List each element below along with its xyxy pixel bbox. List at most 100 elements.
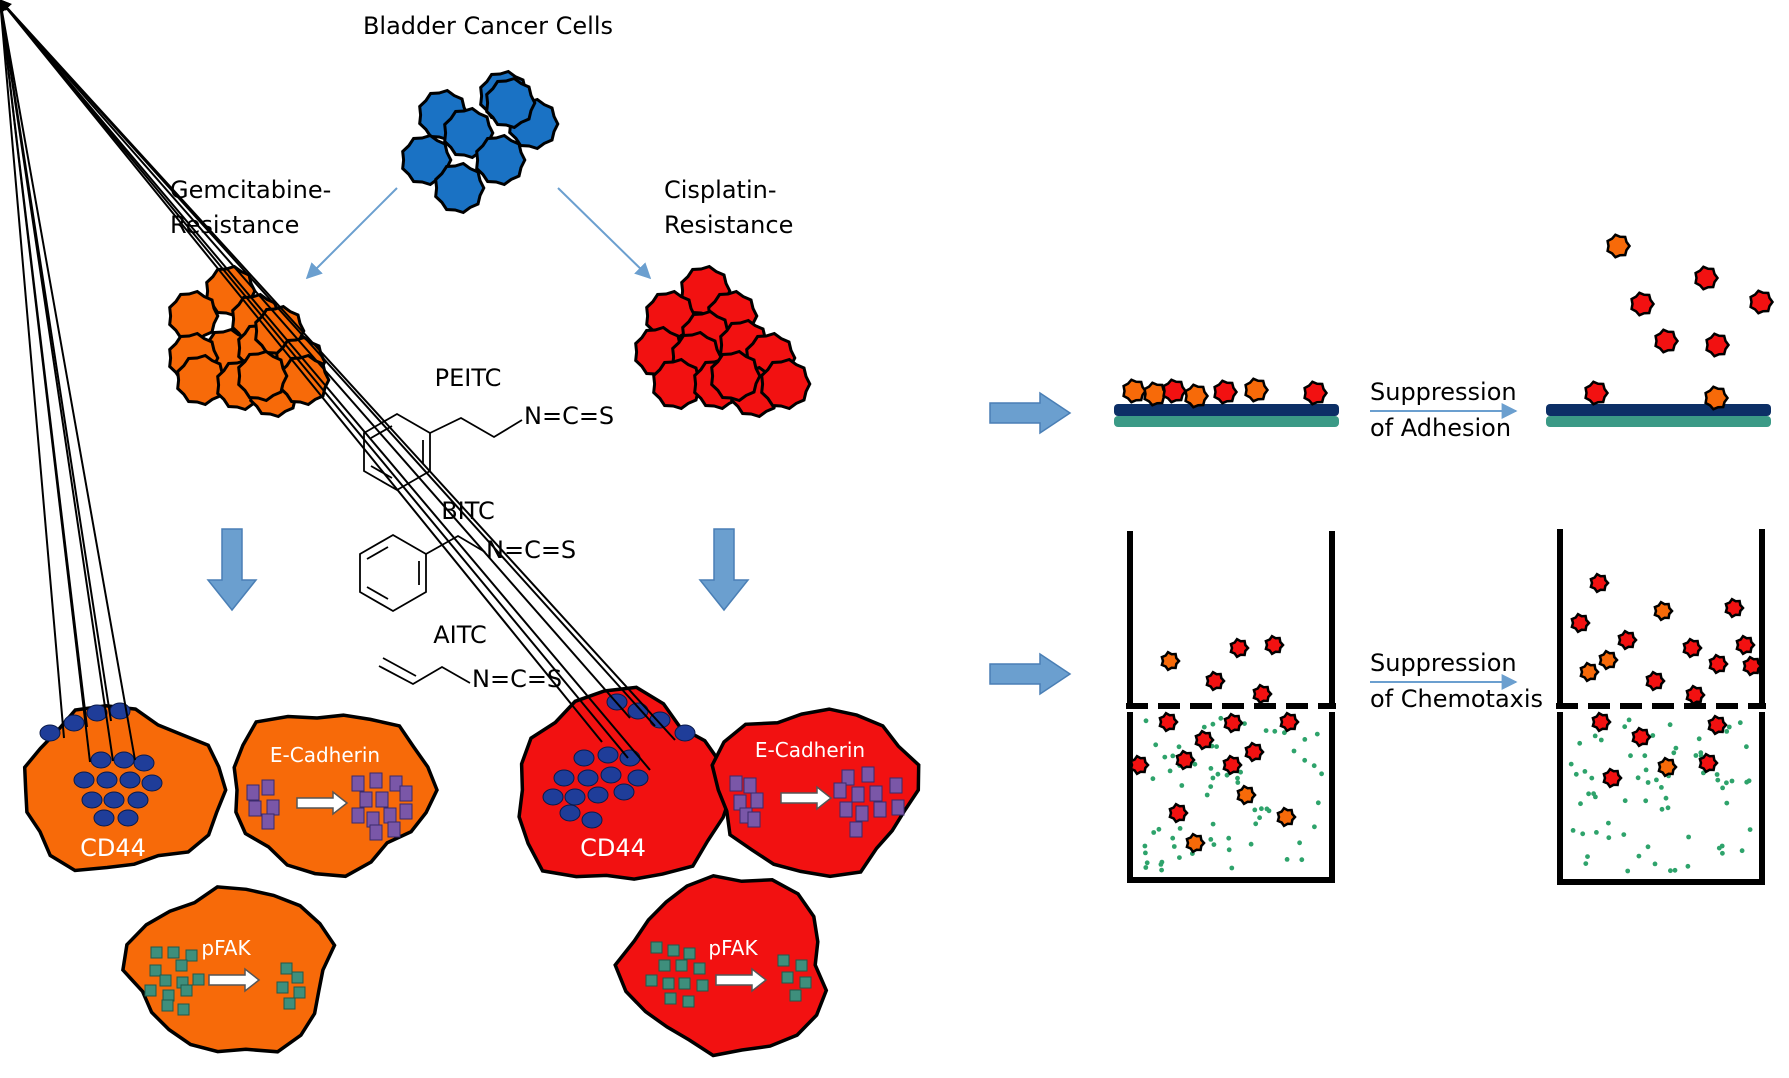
tumor-cell (1222, 754, 1243, 776)
ecadherin-marker (861, 766, 875, 783)
transwell-after (1556, 529, 1766, 885)
pfak-marker (180, 984, 193, 997)
chemoattractant-dot (1235, 780, 1241, 785)
ecadherin-marker (743, 777, 757, 794)
pfak-marker (280, 962, 293, 975)
tumor-cell (1252, 683, 1273, 705)
tumor-cell (1584, 380, 1610, 406)
ecadherin-marker (261, 779, 275, 796)
tumor-cell (1143, 381, 1169, 407)
tumor-cell (1645, 670, 1666, 692)
chemoattractant-dot (1201, 724, 1207, 730)
chemoattractant-dot (1720, 785, 1725, 791)
pfak-marker (149, 964, 162, 977)
chemoattractant-dot (1568, 761, 1574, 767)
adhesion-suppression-line2: of Adhesion (1370, 414, 1511, 442)
chemoattractant-dot (1586, 791, 1591, 797)
adhesion-suppression-line1: Suppression (1370, 378, 1517, 406)
cd44-marker (613, 783, 635, 801)
gemcitabine-label-line2: Resistance (170, 211, 299, 239)
ecadherin-marker (351, 807, 365, 824)
internalization-arrow (0, 0, 65, 739)
ecadherin-marker (369, 772, 383, 789)
tumor-cell (1602, 767, 1623, 789)
chemoattractant-dot (1242, 721, 1247, 726)
cancer-cell (710, 349, 762, 403)
cd44-marker (117, 809, 139, 827)
tumor-cell (1630, 291, 1656, 317)
chemoattractant-dot (1252, 807, 1258, 813)
transwell-cells (1129, 572, 1763, 854)
chemoattractant-dot (1685, 863, 1691, 869)
cd44-marker (597, 746, 619, 764)
cd44-marker (581, 811, 603, 829)
peitc-label: PEITC (435, 364, 502, 392)
chemoattractant-dot (1177, 855, 1182, 860)
adhesion-surface-after (1546, 404, 1771, 427)
chemoattractant-dot (1211, 842, 1217, 847)
cisplatin-label-line2: Resistance (664, 211, 793, 239)
chemoattractant-dot (1585, 854, 1590, 859)
chemoattractant-dot (1625, 868, 1631, 874)
chemoattractant-dot (1578, 801, 1583, 807)
ecadherin-marker (839, 801, 853, 818)
chemoattractant-dot (1257, 815, 1262, 821)
cd44-marker (553, 769, 575, 787)
chemoattractant-dot (1215, 771, 1221, 777)
tumor-cell (1708, 653, 1729, 675)
increase-arrow (780, 785, 833, 811)
chemoattractant-dot (1204, 792, 1210, 798)
chemoattractant-dot (1151, 830, 1157, 835)
pfak-marker (192, 973, 205, 986)
cd44-surface-marker (63, 714, 85, 732)
adhesion-surface-before (1114, 404, 1339, 427)
pfak-marker (693, 962, 706, 975)
increase-arrow (715, 967, 768, 993)
chemoattractant-dot (1622, 724, 1628, 730)
cd44-marker (90, 751, 112, 769)
internalization-arrow (0, 0, 676, 741)
tumor-cell (1244, 741, 1265, 763)
pfak-marker (159, 974, 172, 987)
chemoattractant-dot (1264, 806, 1270, 812)
chemoattractant-dot (1577, 740, 1583, 746)
chemoattractant-dot (1158, 862, 1164, 867)
chemoattractant-dot (1663, 795, 1669, 801)
cancer-cell (475, 133, 527, 187)
chemoattractant-dot (1153, 742, 1159, 748)
chemoattractant-dot (1210, 721, 1216, 727)
chemoattractant-dot (1714, 772, 1720, 777)
pfak-marker (781, 971, 794, 984)
cd44-marker (93, 809, 115, 827)
internalization-arrow (0, 0, 136, 761)
branch-arrow-right (557, 187, 652, 280)
chemoattractant-dot (1272, 728, 1278, 734)
ecadherin-marker (248, 800, 262, 817)
chemoattractant-dot (1654, 777, 1659, 783)
tumor-cell (1185, 832, 1206, 854)
bitc-benzene-ring (359, 533, 486, 613)
pfak-marker (175, 959, 188, 972)
ecadherin-marker (849, 821, 863, 838)
cd44-marker (96, 771, 118, 789)
chemoattractant-dot (1208, 784, 1214, 789)
cd44-marker (127, 791, 149, 809)
tumor-cell (1229, 637, 1250, 659)
tumor-cell (1657, 756, 1678, 778)
chemoattractant-dot (1144, 860, 1150, 866)
internalization-arrow (0, 0, 603, 743)
chemoattractant-dot (1570, 828, 1576, 833)
chemotaxis-suppression-line2: of Chemotaxis (1370, 685, 1543, 713)
chemoattractant-dot (1263, 728, 1269, 733)
tumor-cell (1236, 784, 1257, 806)
chemoattractant-dot (1170, 835, 1176, 841)
chemoattractant-dot (1167, 768, 1173, 774)
gemcitabine-label-line1: Gemcitabine- (170, 176, 331, 204)
tumor-cell (1184, 383, 1210, 409)
chemoattractant-dot (1312, 824, 1317, 830)
cd44-marker (587, 786, 609, 804)
cisplatin-label-line1: Cisplatin- (664, 176, 777, 204)
chemoattractant-dot (1652, 861, 1658, 867)
cell-body (22, 704, 228, 873)
